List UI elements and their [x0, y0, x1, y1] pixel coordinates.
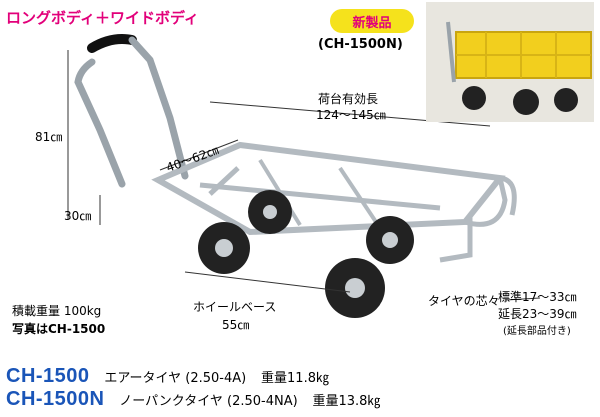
model-weight: 重量11.8㎏	[261, 371, 329, 386]
handle-grip	[87, 34, 137, 53]
extended-note: (延長部品付き)	[503, 326, 571, 337]
cart-illustration	[67, 34, 541, 318]
wheelbase-value: 55㎝	[222, 318, 250, 332]
wheel-rear-left	[248, 190, 292, 234]
cart-deck-frame	[151, 141, 506, 236]
headline: ロングボディ＋ワイドボディ	[6, 9, 199, 27]
model-desc: ノーパンクタイヤ (2.50-4NA)	[119, 394, 298, 409]
tire-extended: 延長23〜39㎝	[498, 307, 577, 321]
model-name: CH-1500	[6, 365, 90, 387]
model-name: CH-1500N	[6, 388, 105, 410]
deck-height-dimension: 30㎝	[64, 209, 92, 223]
inset-photo	[426, 2, 594, 122]
new-product-badge: 新製品	[330, 9, 414, 33]
tire-width-label: タイヤの芯々	[428, 294, 500, 308]
wheel-rear-right	[366, 216, 414, 264]
model-weight: 重量13.8㎏	[312, 394, 381, 409]
tire-standard: 標準17〜33㎝	[498, 290, 577, 304]
inset-model-label: (CH-1500N)	[318, 37, 403, 52]
loading-platform-label: 荷台有効長	[318, 92, 379, 106]
wheel-front-right	[325, 258, 385, 318]
wheelbase-label: ホイールベース	[193, 300, 277, 314]
wheel-front-left	[198, 222, 250, 274]
photo-note: 写真はCH-1500	[12, 322, 106, 336]
height-dimension: 81㎝	[35, 130, 63, 144]
cart-handle	[74, 58, 126, 188]
model-row-1: CH-1500 エアータイヤ (2.50-4A) 重量11.8㎏	[6, 365, 329, 388]
capacity-label: 積載重量 100kg	[12, 304, 102, 318]
loading-platform-value: 124〜145㎝	[316, 108, 386, 122]
model-row-2: CH-1500N ノーパンクタイヤ (2.50-4NA) 重量13.8㎏	[6, 388, 380, 411]
model-desc: エアータイヤ (2.50-4A)	[104, 371, 247, 386]
